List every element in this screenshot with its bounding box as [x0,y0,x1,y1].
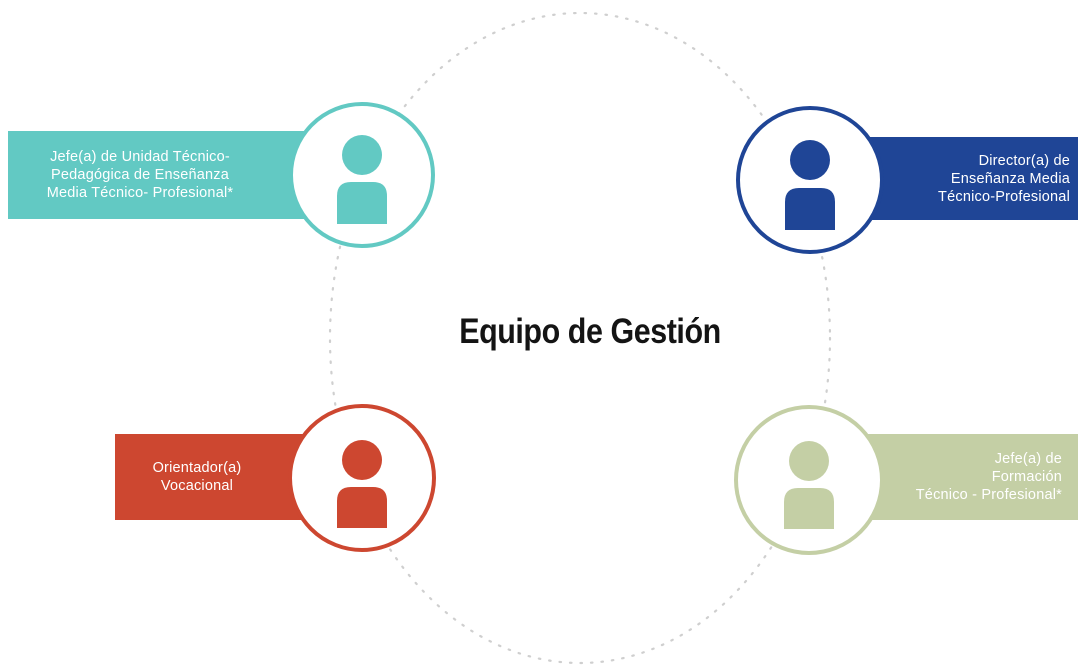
avatar-director [736,106,884,254]
role-label-text: Director(a) de Enseñanza Media Técnico-P… [938,152,1070,205]
role-label-director: Director(a) de Enseñanza Media Técnico-P… [860,137,1078,220]
role-label-orientador: Orientador(a) Vocacional [115,434,315,520]
person-icon [785,140,835,230]
diagram-title: Equipo de Gestión [459,312,721,351]
avatar-jefe-utp [289,102,435,248]
role-label-jefe-utp: Jefe(a) de Unidad Técnico- Pedagógica de… [8,131,308,219]
avatar-jefe-formacion [734,405,884,555]
person-icon [337,440,387,528]
person-icon [784,441,834,529]
role-label-text: Jefe(a) de Unidad Técnico- Pedagógica de… [46,149,234,201]
person-icon [337,135,387,224]
role-label-text: Orientador(a) Vocacional [152,460,242,494]
role-label-text: Jefe(a) de Formación Técnico - Profesion… [915,451,1062,503]
role-label-jefe-formacion: Jefe(a) de Formación Técnico - Profesion… [862,434,1078,520]
avatar-orientador [288,404,436,552]
